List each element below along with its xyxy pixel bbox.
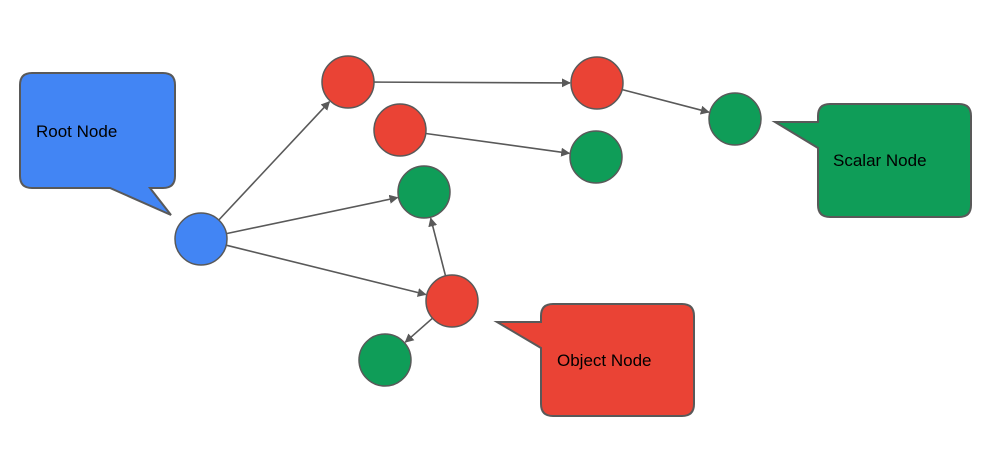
edge-obj-c-to-scalar-b (621, 88, 710, 115)
scalar-node-scalar-a (397, 165, 451, 219)
object-node-callout: Object Node (493, 303, 695, 417)
object-node-obj-a (321, 55, 375, 109)
scalar-callout-shape (771, 103, 972, 218)
edge-root-to-scalar-a (226, 194, 399, 235)
object-callout-shape (493, 303, 695, 417)
edge-root-to-obj-a (218, 101, 331, 221)
edge-root-to-obj-b (226, 244, 427, 297)
scalar-node-scalar-d (358, 333, 412, 387)
root-callout-label: Root Node (36, 122, 117, 141)
scalar-node-scalar-c (569, 130, 623, 184)
root-node-callout: Root Node (19, 72, 176, 216)
root-node-root (174, 212, 228, 266)
object-node-obj-d (373, 103, 427, 157)
object-node-obj-c (570, 56, 624, 110)
object-callout-label: Object Node (557, 351, 652, 370)
scalar-callout-label: Scalar Node (833, 151, 927, 170)
object-node-obj-b (425, 274, 479, 328)
edge-obj-b-to-scalar-a (428, 217, 447, 276)
scalar-node-scalar-b (708, 92, 762, 146)
edges (218, 78, 710, 343)
scalar-node-callout: Scalar Node (771, 103, 972, 218)
edge-obj-b-to-scalar-d (404, 317, 434, 343)
nodes (174, 55, 762, 387)
edge-obj-a-to-obj-c (373, 78, 571, 88)
edge-obj-d-to-scalar-c (425, 132, 571, 157)
root-callout-shape (19, 72, 176, 216)
